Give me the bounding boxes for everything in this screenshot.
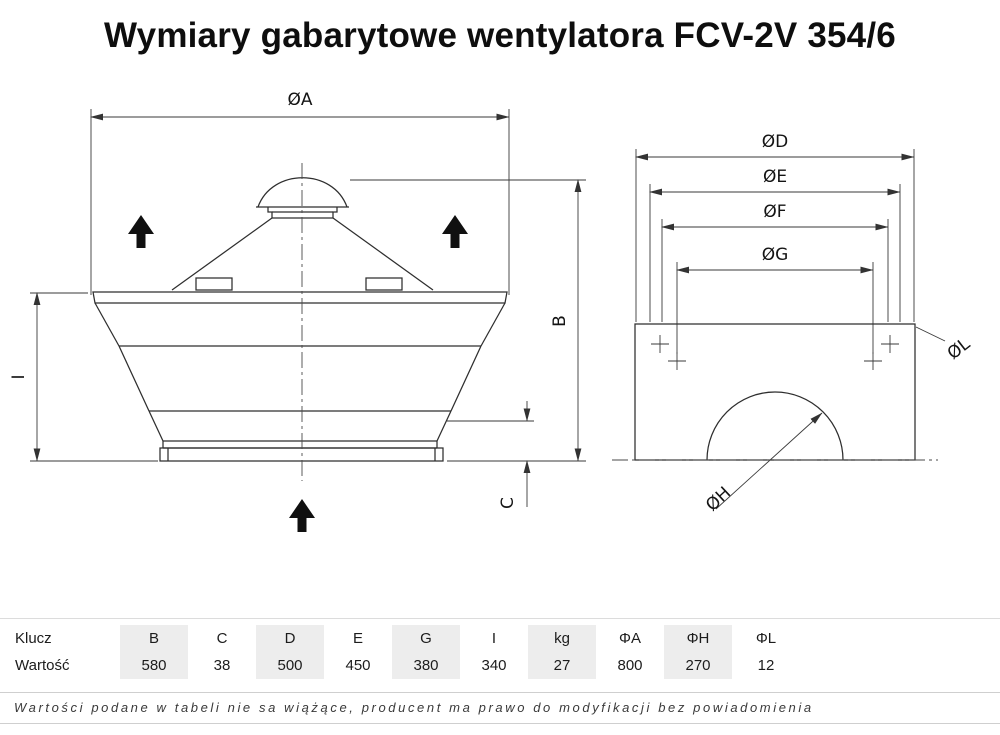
airflow-arrow-left	[128, 215, 154, 248]
dimension-i: I	[9, 292, 158, 462]
table-row-keys: Klucz B C D E G I kg ΦA ΦH ΦL	[0, 625, 1000, 652]
mounting-hole-mark	[864, 352, 882, 370]
dim-g-label: ØG	[762, 245, 789, 265]
key-cell-kg: kg	[528, 625, 596, 652]
value-cell-d: 500	[256, 652, 324, 679]
dim-h-label: ØH	[702, 483, 735, 515]
dim-i-label: I	[9, 374, 29, 379]
plate-view: ØD ØE ØF ØG	[612, 132, 974, 516]
dimension-d: ØD	[635, 132, 915, 322]
dim-b-label: B	[550, 315, 570, 327]
value-cell-g: 380	[392, 652, 460, 679]
side-view: ØA	[9, 90, 586, 532]
key-cell-c: C	[216, 630, 228, 647]
dimension-g: ØG	[676, 245, 874, 354]
dim-l-label: ØL	[944, 334, 975, 364]
dimension-table: Klucz B C D E G I kg ΦA ΦH ΦL Wartość 58…	[0, 618, 1000, 679]
key-cell-d: D	[256, 625, 324, 652]
key-cell-e: E	[352, 630, 363, 647]
key-cell-g: G	[392, 625, 460, 652]
value-cell-fh: 270	[664, 652, 732, 679]
dimension-f: ØF	[661, 202, 889, 322]
key-cell-i: I	[491, 630, 497, 647]
dimension-e: ØE	[649, 167, 901, 322]
dim-f-label: ØF	[763, 202, 786, 222]
row-label-wartosc: Wartość	[15, 657, 70, 674]
dimension-l: ØL	[915, 326, 975, 364]
mounting-hole-mark	[881, 335, 899, 353]
value-cell-e: 450	[345, 657, 371, 674]
value-cell-kg: 27	[528, 652, 596, 679]
dimension-c: C	[447, 401, 534, 509]
key-cell-fl: ΦL	[755, 630, 777, 647]
circle-cutout	[706, 391, 844, 461]
dimension-a: ØA	[90, 90, 510, 295]
dim-e-label: ØE	[763, 167, 787, 187]
table-row-values: Wartość 580 38 500 450 380 340 27 800 27…	[0, 652, 1000, 679]
airflow-arrow-bottom	[289, 499, 315, 532]
value-cell-i: 340	[481, 657, 507, 674]
technical-drawing: ØA	[9, 90, 974, 532]
key-cell-b: B	[120, 625, 188, 652]
key-cell-fa: ΦA	[619, 630, 641, 647]
page-title: Wymiary gabarytowe wentylatora FCV-2V 35…	[104, 16, 896, 55]
mounting-hole-mark	[668, 352, 686, 370]
airflow-arrow-right	[442, 215, 468, 248]
dim-c-label: C	[498, 497, 518, 509]
dim-d-label: ØD	[762, 132, 788, 152]
dim-a-label: ØA	[287, 90, 312, 110]
dimension-b: B	[350, 179, 586, 462]
row-label-klucz: Klucz	[15, 630, 52, 647]
value-cell-b: 580	[120, 652, 188, 679]
fan-outline	[92, 177, 508, 462]
footer-note: Wartości podane w tabeli nie sa wiążące,…	[0, 692, 1000, 724]
value-cell-c: 38	[213, 657, 231, 674]
value-cell-fl: 12	[757, 657, 775, 674]
key-cell-fh: ΦH	[664, 625, 732, 652]
mounting-hole-mark	[651, 335, 669, 353]
dimension-h: ØH	[702, 412, 823, 516]
value-cell-fa: 800	[617, 657, 643, 674]
